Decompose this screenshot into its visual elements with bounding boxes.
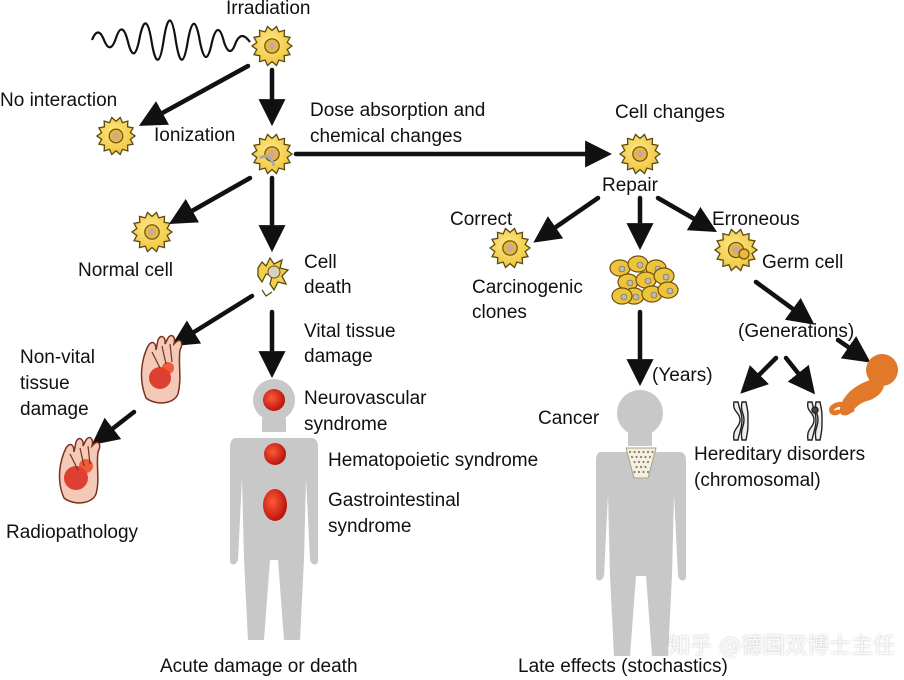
changed-cell-icon [618, 133, 662, 175]
no-interaction-cell-icon [95, 116, 137, 156]
watermark-text: 知乎 @德国双博士主任 [668, 634, 895, 659]
label-gastro-2: syndrome [328, 516, 412, 537]
label-cell-death-1: Cell [304, 252, 337, 273]
label-cancer: Cancer [538, 408, 600, 429]
arrow-nonvital [171, 293, 255, 347]
dead-cell-icon [257, 256, 290, 297]
arrow-radiopathology [91, 409, 137, 445]
label-cell-changes: Cell changes [615, 102, 725, 123]
label-irradiation: Irradiation [226, 0, 311, 19]
label-carcinogenic-2: clones [472, 302, 527, 323]
irradiated-cell-icon [250, 25, 294, 67]
arrow-no-interaction [138, 63, 251, 126]
arrow-normal-cell [168, 175, 253, 224]
label-years: (Years) [652, 365, 713, 386]
ionized-cell-icon [250, 133, 294, 175]
label-germ-cell: Germ cell [762, 252, 844, 273]
label-erroneous: Erroneous [712, 209, 800, 230]
label-radiopathology: Radiopathology [6, 522, 139, 543]
label-late-effects: Late effects (stochastics) [518, 656, 728, 677]
label-hematopoietic: Hematopoietic syndrome [328, 450, 539, 471]
label-hereditary-2: (chromosomal) [694, 470, 821, 491]
germ-cell-icon [713, 228, 759, 272]
cancer-lesion [625, 447, 657, 479]
label-dose-absorption-2: chemical changes [310, 126, 463, 147]
correct-cell-icon [488, 227, 532, 269]
label-non-vital-2: tissue [20, 373, 70, 394]
arrow-generations-mid [783, 355, 816, 395]
normal-cell-icon [130, 211, 174, 253]
label-acute-damage: Acute damage or death [160, 656, 358, 677]
neurovascular-lesion [263, 389, 285, 411]
label-correct: Correct [450, 209, 513, 230]
label-vital-tissue-1: Vital tissue [304, 321, 396, 342]
radiation-wave-icon [90, 19, 251, 61]
hematopoietic-lesion [264, 443, 286, 465]
fetus-icon [829, 354, 898, 416]
label-dose-absorption-1: Dose absorption and [310, 100, 486, 121]
carcinogenic-clones-icon [609, 255, 679, 305]
label-non-vital-3: damage [20, 399, 89, 420]
gastrointestinal-lesion [263, 489, 287, 521]
arrow-repair-erroneous [655, 195, 718, 233]
label-carcinogenic-1: Carcinogenic [472, 277, 583, 298]
label-normal-cell: Normal cell [78, 260, 174, 281]
radiopathology-hand-icon [58, 436, 101, 504]
label-neurovascular-1: Neurovascular [304, 388, 427, 409]
chromosome-icon-2 [806, 401, 823, 441]
label-non-vital-1: Non-vital [20, 347, 95, 368]
label-cell-death-2: death [304, 277, 352, 298]
label-no-interaction: No interaction [0, 90, 118, 111]
label-ionization: Ionization [154, 125, 236, 146]
label-neurovascular-2: syndrome [304, 414, 388, 435]
label-generations: (Generations) [738, 321, 855, 342]
arrow-generations-fetus [835, 336, 871, 363]
late-effects-body-icon [596, 390, 686, 656]
label-hereditary-1: Hereditary disorders [694, 444, 866, 465]
arrow-generations-left [740, 355, 779, 394]
arrow-repair-correct [533, 195, 601, 243]
label-repair: Repair [602, 175, 658, 196]
arrow-germ-generations [753, 279, 815, 325]
label-vital-tissue-2: damage [304, 346, 373, 367]
chromosome-icon [732, 401, 749, 441]
label-gastro-1: Gastrointestinal [328, 490, 461, 511]
non-vital-tissue-hand-icon [140, 334, 183, 404]
